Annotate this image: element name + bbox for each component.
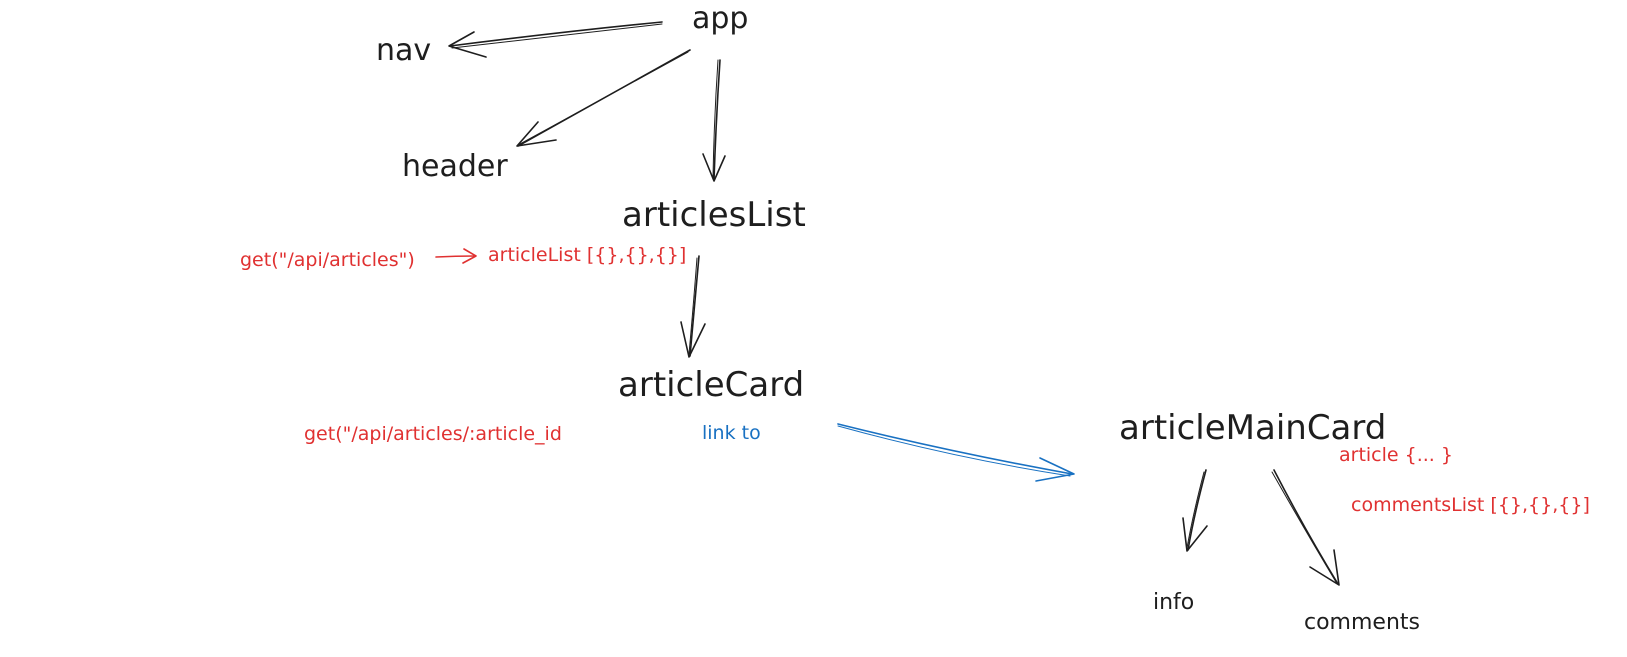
annotation-get-articles: get("/api/articles") [240,249,415,271]
annotation-link-to: link to [702,422,761,444]
edge-articlemaincard-comments [1271,469,1340,586]
edge-articlecard-link-to-articlemaincard [837,423,1075,482]
edge-articlemaincard-info [1182,469,1208,552]
node-comments: comments [1304,610,1420,635]
edge-get-articles-to-articlelist [435,248,477,264]
node-articles-list: articlesList [622,195,806,235]
edge-app-header [516,49,691,147]
annotation-article-list-data: articleList [{},{},{}] [488,244,687,266]
annotation-article-data: article {... } [1339,444,1453,466]
node-info: info [1153,590,1195,615]
node-nav: nav [376,33,432,68]
node-app: app [692,1,749,36]
node-header: header [402,149,508,184]
edge-articleslist-articlecard [680,255,706,358]
annotation-get-article-by-id: get("/api/articles/:article_id [304,423,562,445]
edge-app-nav [448,21,663,58]
node-article-card: articleCard [618,365,805,405]
node-article-main-card: articleMainCard [1119,408,1387,448]
annotation-comments-list-data: commentsList [{},{},{}] [1351,494,1590,516]
edge-app-articleslist [702,59,726,182]
